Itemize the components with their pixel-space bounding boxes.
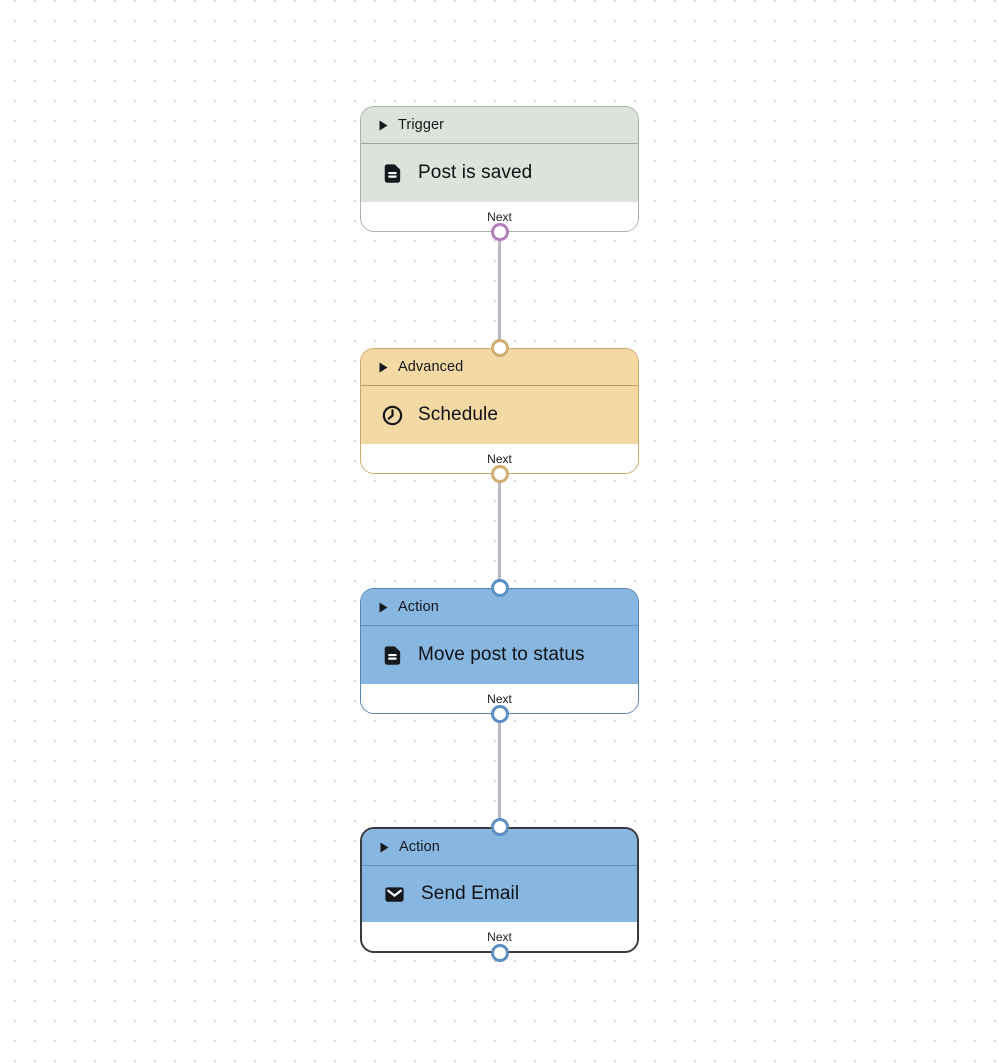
node-category-label: Advanced (398, 359, 464, 375)
document-icon (381, 644, 404, 667)
port-in-action2[interactable] (491, 818, 509, 836)
edge-advanced-to-action1 (498, 474, 501, 588)
node-body[interactable]: Schedule (361, 386, 638, 444)
node-body[interactable]: Move post to status (361, 626, 638, 684)
document-icon (381, 162, 404, 185)
port-out-trigger[interactable] (491, 223, 509, 241)
port-in-action1[interactable] (491, 579, 509, 597)
node-category-label: Trigger (398, 117, 445, 133)
envelope-icon (382, 883, 407, 906)
node-title: Move post to status (418, 644, 585, 665)
node-title: Schedule (418, 404, 499, 425)
port-out-action2[interactable] (491, 944, 509, 962)
clock-icon (381, 404, 404, 427)
node-category-label: Action (398, 599, 439, 615)
node-body[interactable]: Post is saved (361, 144, 638, 202)
collapse-triangle-icon[interactable] (380, 842, 389, 853)
node-title: Send Email (421, 883, 520, 904)
port-out-action1[interactable] (491, 705, 509, 723)
next-port-label: Next (487, 451, 512, 466)
node-action-move-post-to-status[interactable]: Action Move post to status Next (360, 588, 639, 714)
edge-action1-to-action2 (498, 714, 501, 827)
next-port-label: Next (487, 691, 512, 706)
port-out-advanced[interactable] (491, 465, 509, 483)
collapse-triangle-icon[interactable] (379, 362, 388, 373)
node-body[interactable]: Send Email (362, 866, 637, 922)
next-port-label: Next (487, 929, 512, 944)
node-advanced-schedule[interactable]: Advanced Schedule Next (360, 348, 639, 474)
collapse-triangle-icon[interactable] (379, 120, 388, 131)
node-header[interactable]: Trigger (361, 107, 638, 144)
node-category-label: Action (399, 839, 440, 855)
node-title: Post is saved (418, 162, 533, 183)
node-trigger-post-is-saved[interactable]: Trigger Post is saved Next (360, 106, 639, 232)
next-port-label: Next (487, 209, 512, 224)
edge-trigger-to-advanced (498, 232, 501, 348)
port-in-advanced[interactable] (491, 339, 509, 357)
node-action-send-email[interactable]: Action Send Email Next (360, 827, 639, 953)
collapse-triangle-icon[interactable] (379, 602, 388, 613)
